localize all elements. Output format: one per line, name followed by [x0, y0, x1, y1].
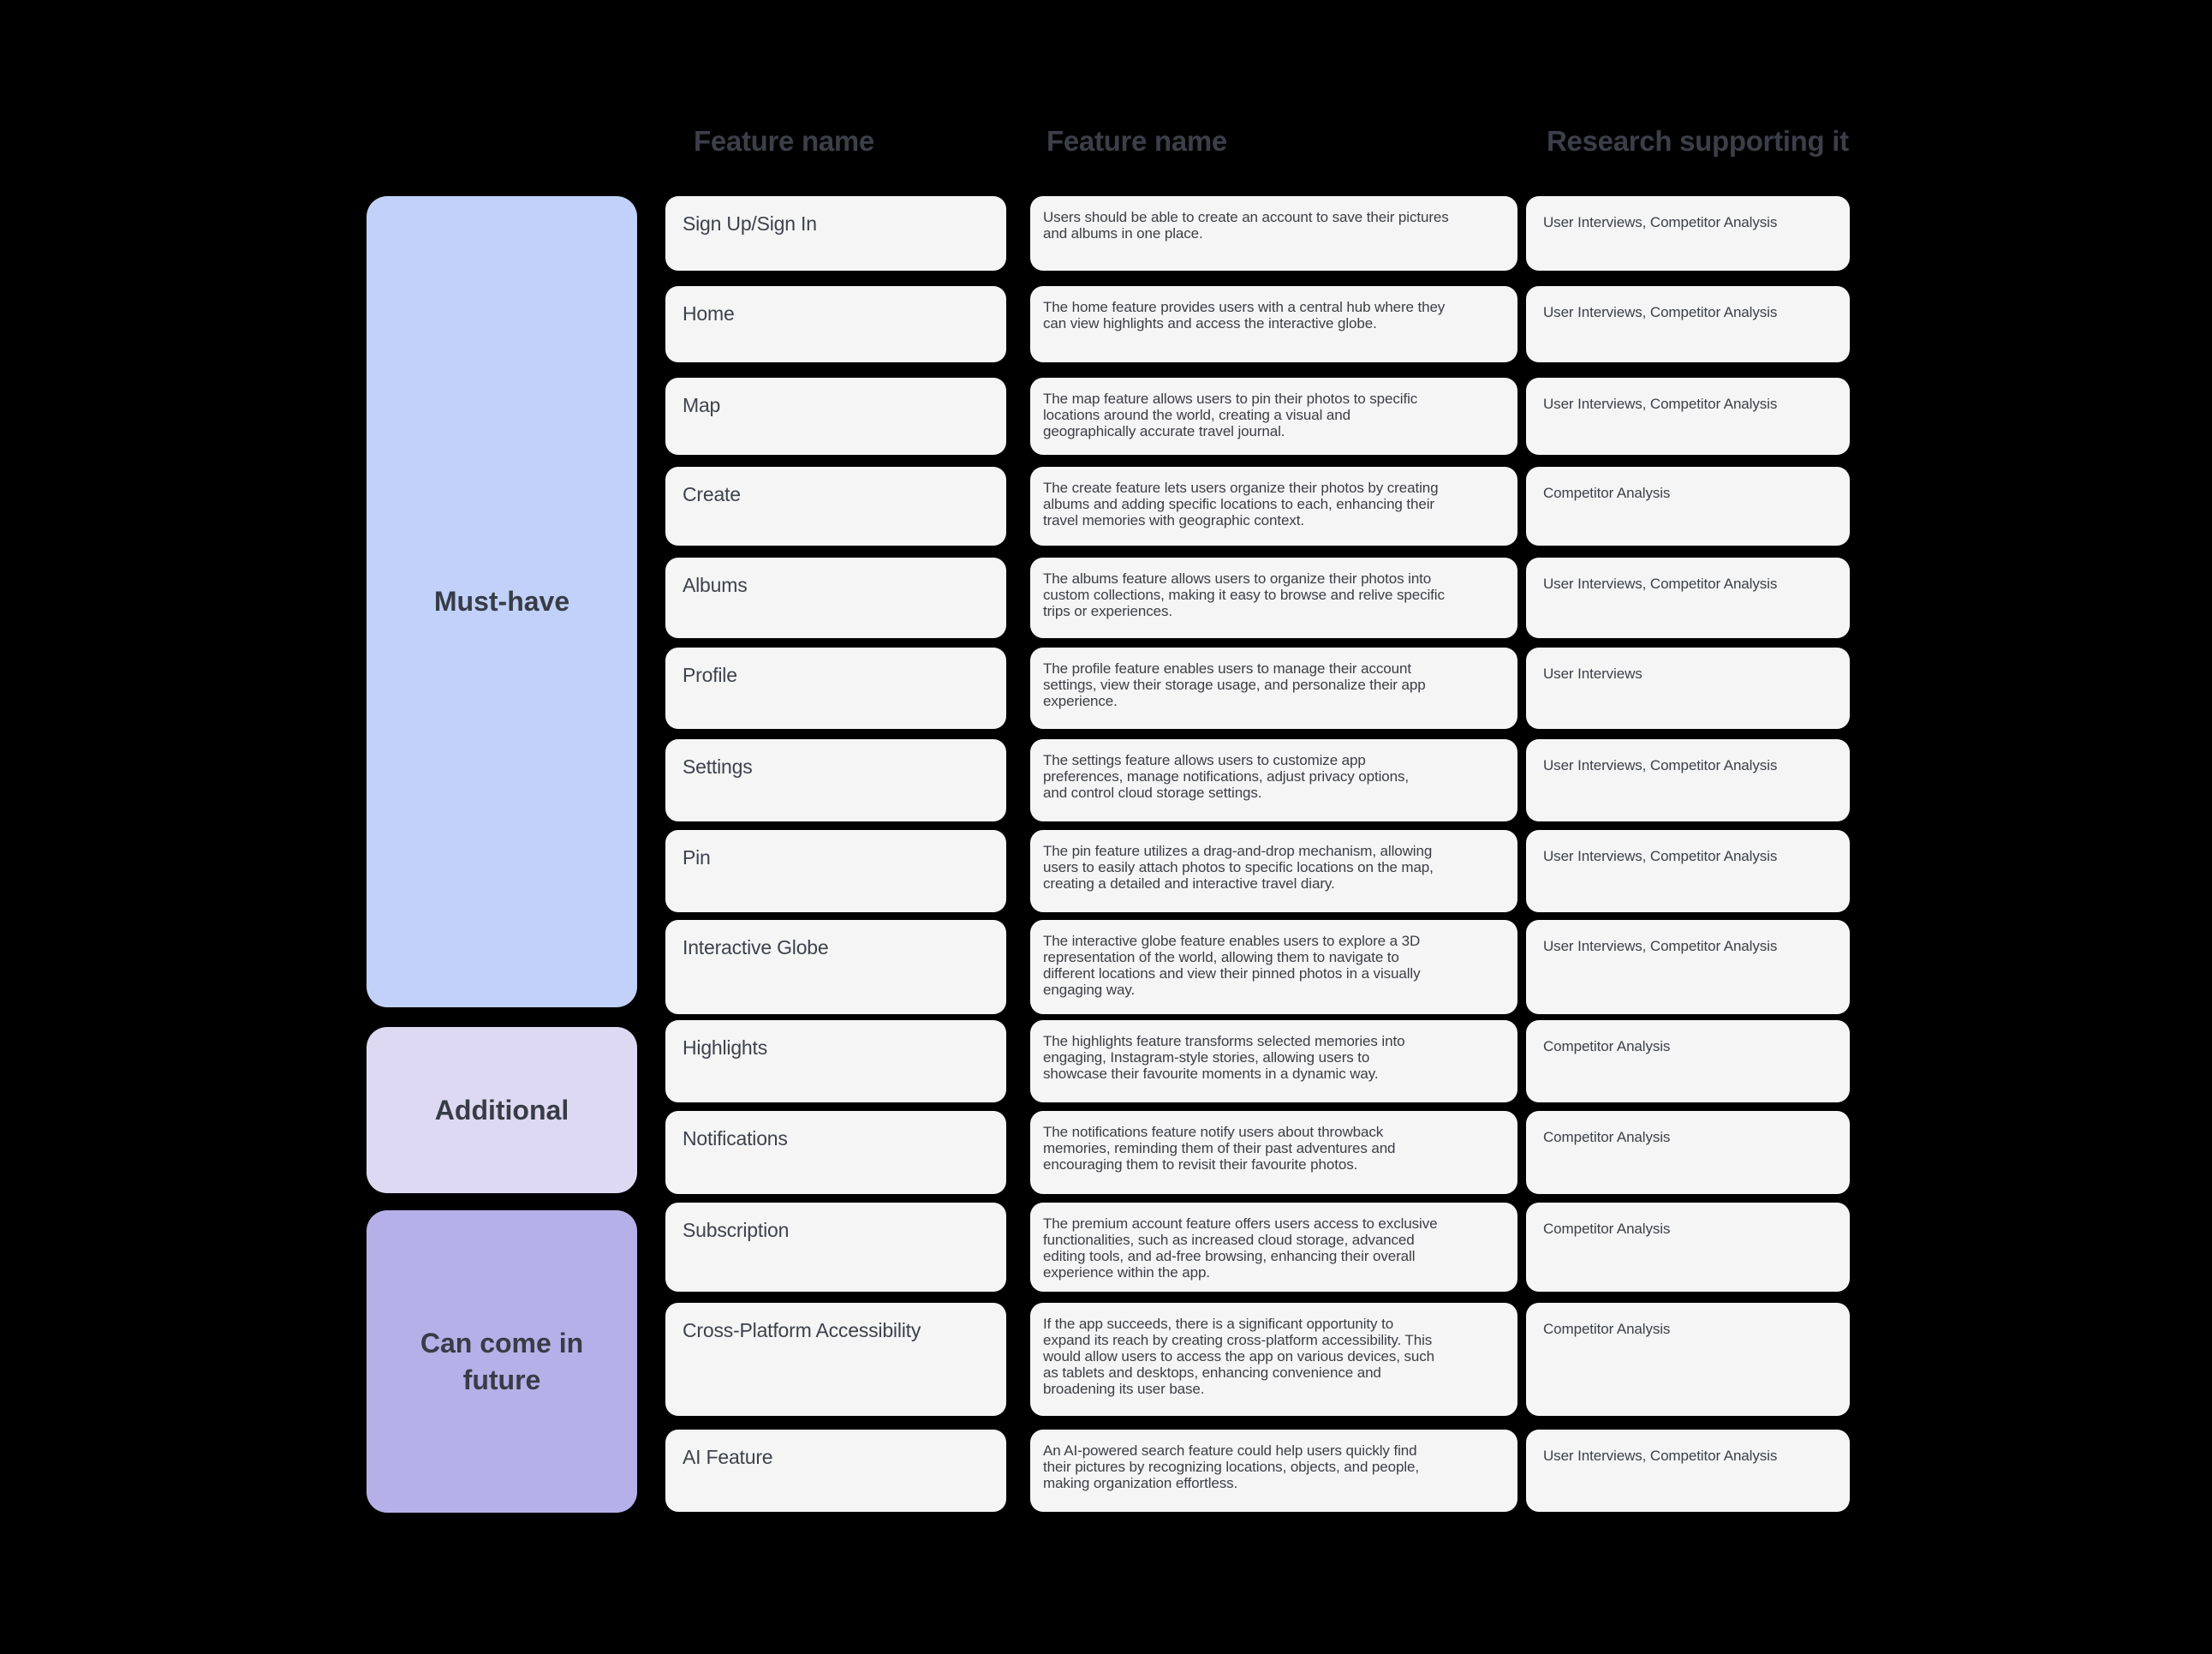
research-card[interactable]: User Interviews, Competitor Analysis	[1526, 196, 1850, 271]
feature-description-card-text: Users should be able to create an accoun…	[1043, 209, 1449, 242]
feature-description-card[interactable]: Users should be able to create an accoun…	[1030, 196, 1517, 271]
research-card-text: User Interviews, Competitor Analysis	[1543, 214, 1778, 230]
feature-description-card-text: The settings feature allows users to cus…	[1043, 752, 1409, 801]
research-card-text: User Interviews, Competitor Analysis	[1543, 576, 1778, 592]
feature-name-card[interactable]: Pin	[665, 830, 1006, 912]
feature-description-card[interactable]: The interactive globe feature enables us…	[1030, 920, 1517, 1014]
feature-name-card[interactable]: Map	[665, 378, 1006, 455]
feature-description-card-text: The highlights feature transforms select…	[1043, 1033, 1405, 1082]
research-card[interactable]: Competitor Analysis	[1526, 1111, 1850, 1194]
feature-description-card[interactable]: The settings feature allows users to cus…	[1030, 739, 1517, 821]
feature-name-card-text: Sign Up/Sign In	[683, 212, 817, 235]
feature-description-card-text: The map feature allows users to pin thei…	[1043, 391, 1418, 439]
feature-name-card-text: Highlights	[683, 1036, 767, 1059]
research-card-text: Competitor Analysis	[1543, 1038, 1671, 1054]
feature-name-card[interactable]: Albums	[665, 558, 1006, 638]
column-header-feature-description: Feature name	[1046, 125, 1227, 157]
feature-name-card-text: Notifications	[683, 1127, 788, 1149]
column-header-research: Research supporting it	[1547, 125, 1849, 157]
feature-name-card[interactable]: Create	[665, 467, 1006, 546]
research-card-text: Competitor Analysis	[1543, 1321, 1671, 1337]
research-card-text: User Interviews, Competitor Analysis	[1543, 304, 1778, 320]
feature-name-card[interactable]: Interactive Globe	[665, 920, 1006, 1014]
research-card[interactable]: User Interviews, Competitor Analysis	[1526, 920, 1850, 1014]
feature-description-card[interactable]: An AI-powered search feature could help …	[1030, 1430, 1517, 1512]
feature-description-card-text: The premium account feature offers users…	[1043, 1215, 1438, 1281]
category-block-must-have[interactable]: Must-have	[367, 196, 637, 1007]
feature-description-card-text: The notifications feature notify users a…	[1043, 1124, 1396, 1173]
category-block-additional[interactable]: Additional	[367, 1027, 637, 1193]
research-card[interactable]: User Interviews, Competitor Analysis	[1526, 739, 1850, 821]
feature-description-card-text: The pin feature utilizes a drag-and-drop…	[1043, 843, 1434, 892]
research-card-text: Competitor Analysis	[1543, 1221, 1671, 1237]
column-header-feature-name: Feature name	[694, 125, 874, 157]
feature-description-card-text: The create feature lets users organize t…	[1043, 480, 1439, 528]
research-card[interactable]: Competitor Analysis	[1526, 1203, 1850, 1292]
research-card[interactable]: Competitor Analysis	[1526, 467, 1850, 546]
feature-name-card-text: Map	[683, 394, 721, 416]
feature-name-card-text: Profile	[683, 664, 737, 686]
feature-name-card-text: Settings	[683, 755, 753, 778]
feature-name-card-text: Create	[683, 483, 741, 505]
feature-name-card[interactable]: AI Feature	[665, 1430, 1006, 1512]
feature-name-card[interactable]: Cross-Platform Accessibility	[665, 1303, 1006, 1416]
feature-description-card[interactable]: The pin feature utilizes a drag-and-drop…	[1030, 830, 1517, 912]
feature-description-card[interactable]: The create feature lets users organize t…	[1030, 467, 1517, 546]
feature-description-card-text: The home feature provides users with a c…	[1043, 299, 1446, 331]
feature-name-card[interactable]: Highlights	[665, 1020, 1006, 1102]
feature-name-card[interactable]: Settings	[665, 739, 1006, 821]
feature-name-card-text: Home	[683, 302, 735, 325]
research-card-text: User Interviews	[1543, 666, 1643, 682]
feature-description-card[interactable]: The notifications feature notify users a…	[1030, 1111, 1517, 1194]
feature-description-card-text: The interactive globe feature enables us…	[1043, 933, 1421, 998]
feature-name-card[interactable]: Home	[665, 286, 1006, 362]
feature-description-card-text: The albums feature allows users to organ…	[1043, 570, 1445, 619]
category-label: Additional	[434, 1094, 569, 1126]
feature-name-card-text: Pin	[683, 846, 711, 869]
research-card[interactable]: User Interviews, Competitor Analysis	[1526, 286, 1850, 362]
category-label: Must-have	[433, 586, 570, 618]
research-card[interactable]: User Interviews	[1526, 648, 1850, 729]
research-card[interactable]: Competitor Analysis	[1526, 1020, 1850, 1102]
feature-description-card-text: An AI-powered search feature could help …	[1043, 1442, 1419, 1491]
category-block-can-come-in-future[interactable]: Can come in future	[367, 1210, 637, 1513]
feature-name-card-text: Subscription	[683, 1219, 790, 1241]
feature-description-card[interactable]: The highlights feature transforms select…	[1030, 1020, 1517, 1102]
research-card-text: User Interviews, Competitor Analysis	[1543, 1448, 1778, 1464]
feature-description-card-text: If the app succeeds, there is a signific…	[1043, 1316, 1435, 1397]
research-card-text: Competitor Analysis	[1543, 485, 1671, 501]
feature-name-card[interactable]: Notifications	[665, 1111, 1006, 1194]
feature-name-card-text: Cross-Platform Accessibility	[683, 1319, 921, 1341]
feature-name-card-text: AI Feature	[683, 1446, 773, 1468]
feature-name-card-text: Interactive Globe	[683, 936, 829, 958]
feature-description-card[interactable]: The premium account feature offers users…	[1030, 1203, 1517, 1292]
research-card[interactable]: User Interviews, Competitor Analysis	[1526, 378, 1850, 455]
feature-description-card[interactable]: If the app succeeds, there is a signific…	[1030, 1303, 1517, 1416]
research-card[interactable]: User Interviews, Competitor Analysis	[1526, 558, 1850, 638]
category-label: Can come in future	[420, 1328, 584, 1395]
research-card-text: User Interviews, Competitor Analysis	[1543, 848, 1778, 864]
feature-name-card[interactable]: Profile	[665, 648, 1006, 729]
feature-name-card[interactable]: Sign Up/Sign In	[665, 196, 1006, 271]
research-card-text: User Interviews, Competitor Analysis	[1543, 938, 1778, 954]
feature-name-card[interactable]: Subscription	[665, 1203, 1006, 1292]
research-card-text: User Interviews, Competitor Analysis	[1543, 757, 1778, 773]
research-card[interactable]: User Interviews, Competitor Analysis	[1526, 830, 1850, 912]
research-card[interactable]: Competitor Analysis	[1526, 1303, 1850, 1416]
feature-description-card-text: The profile feature enables users to man…	[1043, 660, 1426, 709]
feature-name-card-text: Albums	[683, 574, 748, 596]
research-card-text: User Interviews, Competitor Analysis	[1543, 396, 1778, 412]
research-card[interactable]: User Interviews, Competitor Analysis	[1526, 1430, 1850, 1512]
feature-description-card[interactable]: The profile feature enables users to man…	[1030, 648, 1517, 729]
feature-description-card[interactable]: The albums feature allows users to organ…	[1030, 558, 1517, 638]
feature-description-card[interactable]: The home feature provides users with a c…	[1030, 286, 1517, 362]
feature-description-card[interactable]: The map feature allows users to pin thei…	[1030, 378, 1517, 455]
research-card-text: Competitor Analysis	[1543, 1129, 1671, 1145]
